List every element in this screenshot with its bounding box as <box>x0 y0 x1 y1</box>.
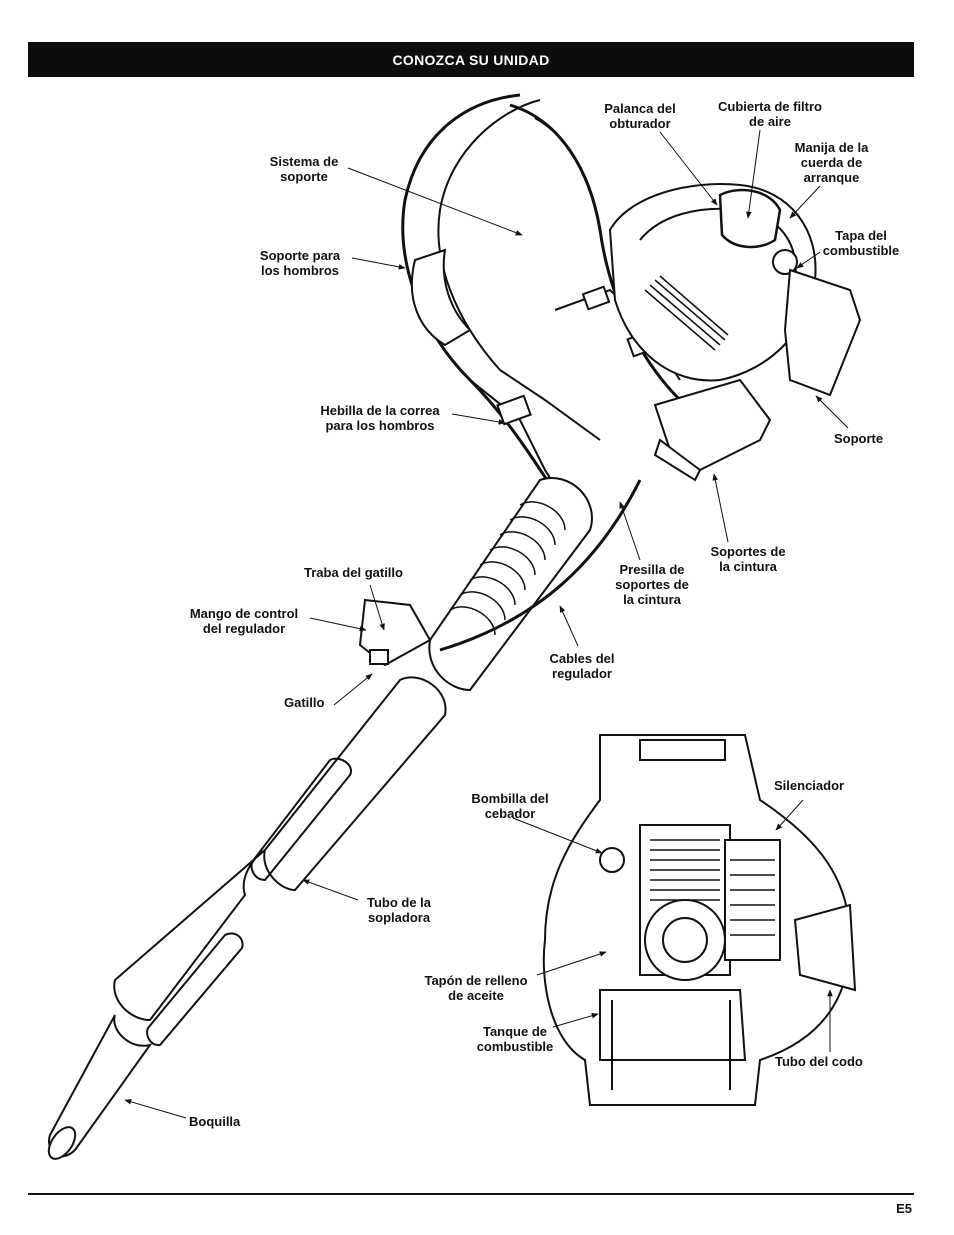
label-line: Silenciador <box>774 778 845 793</box>
label-tubo-sopladora: Tubo de la sopladora <box>356 895 442 925</box>
label-hebilla-correa: Hebilla de la correa para los hombros <box>305 403 455 433</box>
label-soportes-cintura: Soportes de la cintura <box>698 544 798 574</box>
footer-rule <box>28 1193 914 1195</box>
label-line: Soporte para <box>259 248 341 263</box>
label-line: arranque <box>803 170 860 185</box>
label-line: Tubo del codo <box>775 1054 863 1069</box>
label-line: Tapa del <box>835 228 887 243</box>
label-line: sopladora <box>367 910 431 925</box>
label-line: Hebilla de la correa <box>320 403 440 418</box>
label-tanque-combustible: Tanque de combustible <box>466 1024 564 1054</box>
label-tapon-relleno-aceite: Tapón de relleno de aceite <box>414 973 538 1003</box>
section-header-bar: CONOZCA SU UNIDAD <box>28 42 914 77</box>
label-line: la cintura <box>623 592 681 607</box>
label-cables-regulador: Cables del regulador <box>540 651 624 681</box>
label-line: Mango de control <box>189 606 299 621</box>
label-tubo-del-codo: Tubo del codo <box>775 1054 863 1069</box>
label-line: Sistema de <box>269 154 339 169</box>
label-cubierta-de-filtro: Cubierta de filtro de aire <box>706 99 834 129</box>
label-palanca-del-obturador: Palanca del obturador <box>596 101 684 131</box>
label-line: soportes de <box>615 577 689 592</box>
section-title: CONOZCA SU UNIDAD <box>392 52 550 68</box>
leader-lines <box>124 129 849 1119</box>
label-line: Cubierta de filtro <box>717 99 822 114</box>
label-silenciador: Silenciador <box>774 778 844 793</box>
label-line: de aire <box>749 114 791 129</box>
label-line: Presilla de <box>619 562 685 577</box>
label-boquilla: Boquilla <box>189 1114 240 1129</box>
label-line: Manija de la <box>794 140 869 155</box>
label-bombilla-cebador: Bombilla del cebador <box>462 791 558 821</box>
blower-tube <box>47 477 642 1160</box>
label-line: regulador <box>552 666 612 681</box>
label-line: obturador <box>609 116 671 131</box>
label-presilla-soportes: Presilla de soportes de la cintura <box>606 562 698 607</box>
label-line: Tapón de relleno <box>424 973 528 988</box>
label-line: cuerda de <box>800 155 863 170</box>
label-line: Soporte <box>834 431 884 446</box>
label-line: los hombros <box>260 263 339 278</box>
label-line: Soportes de <box>710 544 786 559</box>
page-number: E5 <box>896 1201 912 1216</box>
label-line: Boquilla <box>189 1114 241 1129</box>
label-line: la cintura <box>719 559 777 574</box>
label-gatillo: Gatillo <box>284 695 324 710</box>
label-sistema-de-soporte: Sistema de soporte <box>258 154 350 184</box>
label-line: del regulador <box>202 621 286 636</box>
label-line: de aceite <box>448 988 504 1003</box>
label-line: soporte <box>280 169 328 184</box>
label-line: Traba del gatillo <box>304 565 403 580</box>
label-line: Gatillo <box>284 695 325 710</box>
label-line: cebador <box>484 806 536 821</box>
label-line: Tanque de <box>482 1024 548 1039</box>
label-line: Cables del <box>549 651 615 666</box>
label-line: combustible <box>822 243 900 258</box>
label-soporte: Soporte <box>834 431 883 446</box>
label-soporte-hombros: Soporte para los hombros <box>250 248 350 278</box>
engine-inset <box>542 734 857 1106</box>
label-line: Palanca del <box>604 101 676 116</box>
engine-housing <box>608 183 862 482</box>
label-line: Tubo de la <box>366 895 432 910</box>
label-manija-cuerda-arranque: Manija de la cuerda de arranque <box>784 140 879 185</box>
label-line: Bombilla del <box>471 791 549 806</box>
label-line: para los hombros <box>325 418 435 433</box>
label-tapa-del-combustible: Tapa del combustible <box>814 228 908 258</box>
label-traba-del-gatillo: Traba del gatillo <box>304 565 403 580</box>
label-mango-de-control: Mango de control del regulador <box>180 606 308 636</box>
label-line: combustible <box>476 1039 554 1054</box>
